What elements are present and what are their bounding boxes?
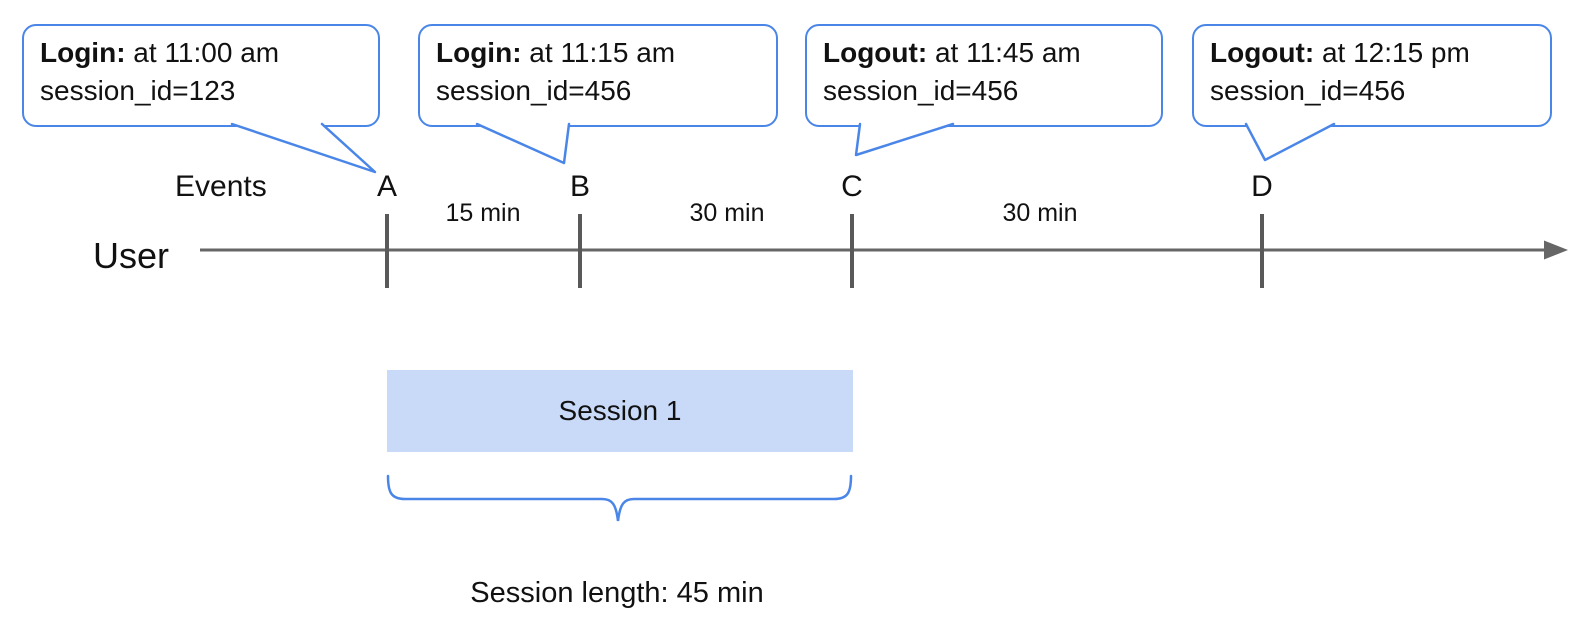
event-time: at 11:45 am — [927, 37, 1081, 68]
session-1-label: Session 1 — [558, 395, 682, 426]
interval-label-cd: 30 min — [1002, 199, 1078, 227]
event-time: at 12:15 pm — [1314, 37, 1470, 68]
event-type: Login: — [436, 37, 522, 68]
callout-line-2: session_id=456 — [823, 75, 1019, 106]
timeline-arrowhead-icon — [1544, 240, 1568, 260]
callout-tail-b — [475, 122, 571, 165]
callout-logout-c: Logout: at 11:45 am session_id=456 — [805, 24, 1163, 127]
user-row-title: User — [93, 235, 170, 276]
interval-label-ab: 15 min — [445, 199, 521, 227]
callout-line-2: session_id=456 — [436, 75, 632, 106]
callout-login-b: Login: at 11:15 am session_id=456 — [418, 24, 778, 127]
event-type: Logout: — [823, 37, 928, 68]
callout-login-a: Login: at 11:00 am session_id=123 — [22, 24, 380, 127]
event-marker-b: B — [569, 170, 591, 203]
callout-line-1: Logout: at 12:15 pm — [1210, 34, 1540, 72]
callout-line-1: Logout: at 11:45 am — [823, 34, 1151, 72]
events-row-title: Events — [175, 170, 267, 203]
callout-line-2: session_id=456 — [1210, 75, 1406, 106]
callout-logout-d: Logout: at 12:15 pm session_id=456 — [1192, 24, 1552, 127]
callout-tail-d — [1244, 122, 1336, 162]
callout-line-1: Login: at 11:15 am — [436, 34, 766, 72]
event-time: at 11:00 am — [125, 37, 280, 68]
event-type: Logout: — [1210, 37, 1315, 68]
event-marker-d: D — [1251, 170, 1273, 203]
callout-line-1: Login: at 11:00 am — [40, 34, 368, 72]
session-length-brace — [386, 474, 853, 522]
session-length-caption: Session length: 45 min — [470, 577, 764, 609]
event-time: at 11:15 am — [521, 37, 676, 68]
callout-tail-a — [230, 122, 377, 174]
interval-label-bc: 30 min — [689, 199, 765, 227]
session-1-bar: Session 1 — [387, 370, 853, 452]
event-type: Login: — [40, 37, 126, 68]
callout-line-2: session_id=123 — [40, 75, 236, 106]
event-marker-a: A — [376, 170, 398, 203]
event-marker-c: C — [841, 170, 863, 203]
callout-tail-c — [854, 122, 955, 157]
